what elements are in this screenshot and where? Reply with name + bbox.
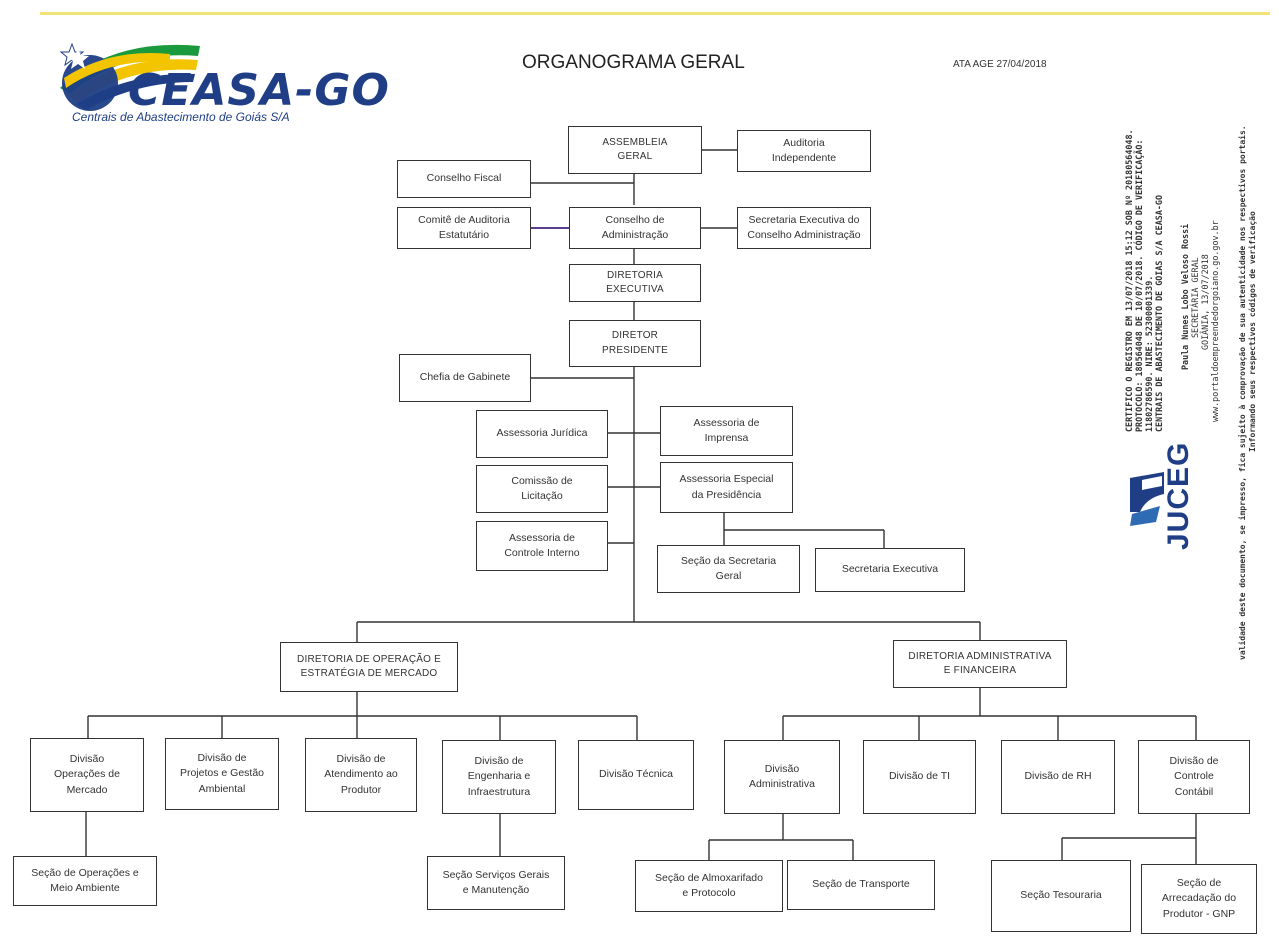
box-conselho-administracao: Conselho de Administração (569, 207, 701, 249)
certificate-site: www.portaldoempreendedorgoiano.go.gov.br (1210, 220, 1220, 422)
box-secao-almoxarifado: Seção de Almoxarifado e Protocolo (635, 860, 783, 912)
box-assessoria-imprensa: Assessoria de Imprensa (660, 406, 793, 456)
box-diretoria-executiva: DIRETORIA EXECUTIVA (569, 264, 701, 302)
certificate-line-1: CERTIFICO O REGISTRO EM 13/07/2018 15:12… (1124, 129, 1134, 432)
certificate-signer: Paula Nunes Lobo Veloso Rossi (1180, 223, 1190, 370)
logo-wordmark: CEASA-GO (128, 65, 390, 116)
box-secretaria-executiva: Secretaria Executiva (815, 548, 965, 592)
certificate-line-3: 11802786590. NIRE: 52300001339. (1144, 275, 1154, 432)
box-diretoria-administrativa: DIRETORIA ADMINISTRATIVA E FINANCEIRA (893, 640, 1067, 688)
box-comissao-licitacao: Comissão de Licitação (476, 465, 608, 513)
box-assessoria-especial: Assessoria Especial da Presidência (660, 462, 793, 513)
box-auditoria-independente: Auditoria Independente (737, 130, 871, 172)
box-divisao-atendimento: Divisão de Atendimento ao Produtor (305, 738, 417, 812)
box-secao-servicos: Seção Serviços Gerais e Manutenção (427, 856, 565, 910)
box-divisao-tecnica: Divisão Técnica (578, 740, 694, 810)
top-border-line (40, 12, 1270, 15)
certificate-validity-1: validade deste documento, se impresso, f… (1238, 125, 1247, 660)
box-chefia-gabinete: Chefia de Gabinete (399, 354, 531, 402)
ceasa-logo-icon (59, 42, 200, 111)
box-assembleia-geral: ASSEMBLEIA GERAL (568, 126, 702, 174)
logo-subtitle: Centrais de Abastecimento de Goiás S/A (72, 110, 290, 124)
box-diretor-presidente: DIRETOR PRESIDENTE (569, 320, 701, 367)
box-secao-transporte: Seção de Transporte (787, 860, 935, 910)
box-divisao-operacoes: Divisão Operações de Mercado (30, 738, 144, 812)
ata-reference: ATA AGE 27/04/2018 (953, 59, 1047, 70)
certificate-signer-role: SECRETÁRIA GERAL (1190, 257, 1200, 338)
box-secao-operacoes: Seção de Operações e Meio Ambiente (13, 856, 157, 906)
box-secao-arrecadacao: Seção de Arrecadação do Produtor - GNP (1141, 864, 1257, 934)
box-assessoria-controle: Assessoria de Controle Interno (476, 521, 608, 571)
box-divisao-engenharia: Divisão de Engenharia e Infraestrutura (442, 740, 556, 814)
certificate-place-date: GOIÂNIA, 13/07/2018 (1200, 254, 1210, 350)
box-divisao-controle: Divisão de Controle Contábil (1138, 740, 1250, 814)
box-secao-tesouraria: Seção Tesouraria (991, 860, 1131, 932)
box-divisao-rh: Divisão de RH (1001, 740, 1115, 814)
box-assessoria-juridica: Assessoria Jurídica (476, 410, 608, 458)
certificate-validity-2: Informando seus respectivos códigos de v… (1248, 211, 1257, 452)
jucesg-wordmark: JUCEG (1162, 441, 1195, 550)
certificate-line-4: CENTRAIS DE ABASTECIMENTO DE GOIAS S/A C… (1154, 195, 1164, 432)
box-secretaria-executiva-conselho: Secretaria Executiva do Conselho Adminis… (737, 207, 871, 249)
box-diretoria-operacao: DIRETORIA DE OPERAÇÃO E ESTRATÉGIA DE ME… (280, 642, 458, 692)
jucesg-seal-icon (1130, 472, 1164, 526)
box-divisao-administrativa: Divisão Administrativa (724, 740, 840, 814)
box-divisao-projetos: Divisão de Projetos e Gestão Ambiental (165, 738, 279, 810)
certificate-line-2: PROTOCOLO: 180564048 DE 10/07/2018. CÓDI… (1134, 139, 1144, 432)
page-title: ORGANOGRAMA GERAL (522, 52, 745, 73)
box-secao-secretaria-geral: Seção da Secretaria Geral (657, 545, 800, 593)
box-divisao-ti: Divisão de TI (863, 740, 976, 814)
box-conselho-fiscal: Conselho Fiscal (397, 160, 531, 198)
box-comite-auditoria: Comitê de Auditoria Estatutário (397, 207, 531, 249)
